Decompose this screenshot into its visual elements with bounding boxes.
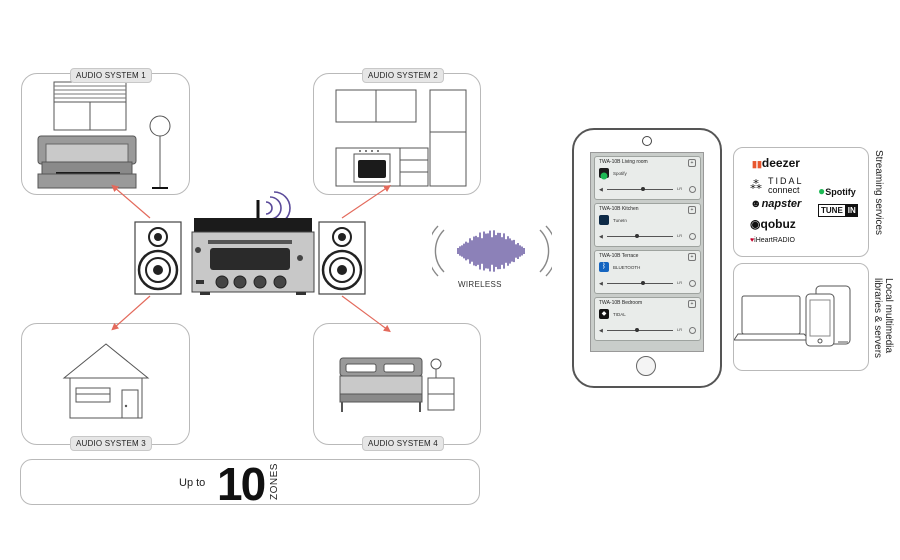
qobuz-icon: ◉ [750, 217, 761, 231]
audio-system-3-label: AUDIO SYSTEM 3 [70, 436, 152, 451]
add-icon[interactable]: + [688, 253, 696, 261]
volume-slider[interactable] [607, 189, 673, 190]
streaming-services-title: Streaming services [873, 150, 884, 236]
napster-cat-icon: ☻ [750, 198, 762, 210]
zones-banner: Up to 10 ZONES [20, 458, 480, 510]
zone-card-kitchen[interactable]: TWA-10B Kitchen + TuneIn ◀ LR [594, 203, 701, 247]
devices-illustration [734, 285, 851, 347]
volume-icon: ◀ [599, 328, 603, 334]
deezer-bars-icon: ▮▮ [752, 159, 762, 169]
amplifier-illustration [191, 191, 315, 295]
audio-system-4-label: AUDIO SYSTEM 4 [362, 436, 444, 451]
spotify-logo: ●Spotify [818, 184, 856, 198]
audio-system-2-label: AUDIO SYSTEM 2 [362, 68, 444, 83]
room-audio-system-1: AUDIO SYSTEM 1 [21, 68, 190, 195]
add-icon[interactable]: + [688, 206, 696, 214]
iheart-heart-icon: ♥ [750, 237, 755, 244]
wireless-wave-icon [432, 225, 552, 277]
add-icon[interactable]: + [688, 300, 696, 308]
zone-card-bedroom[interactable]: TWA-10B Bedroom + ◆ TIDAL ◀ LR [594, 297, 701, 341]
volume-icon: ◀ [599, 234, 603, 240]
room-audio-system-2: AUDIO SYSTEM 2 [313, 68, 481, 195]
zone-source: BLUETOOTH [613, 265, 641, 270]
volume-slider[interactable] [607, 236, 673, 237]
tunein-icon [599, 215, 609, 225]
bedroom-illustration [339, 357, 455, 412]
streaming-services-box: ▮▮deezer ⁂ TIDAL connect ●Spotify ☻napst… [733, 147, 869, 257]
local-libraries-box [733, 263, 869, 371]
left-speaker [134, 221, 182, 295]
house-illustration [62, 343, 150, 419]
power-icon[interactable] [689, 233, 696, 240]
audio-system-1-label: AUDIO SYSTEM 1 [70, 68, 152, 83]
power-icon[interactable] [689, 327, 696, 334]
zone-card-terrace[interactable]: TWA-10B Terrace + ᛒ BLUETOOTH ◀ LR [594, 250, 701, 294]
zone-source: Spotify [613, 171, 627, 176]
add-icon[interactable]: + [688, 159, 696, 167]
room-audio-system-3: AUDIO SYSTEM 3 [21, 323, 190, 451]
spotify-icon [599, 168, 609, 180]
front-camera-icon [642, 136, 652, 146]
right-speaker [318, 221, 366, 295]
volume-knob[interactable] [641, 187, 646, 191]
smartphone-app: TWA-10B Living room + Spotify ◀ LR TWA-1… [572, 128, 722, 388]
kitchen-illustration [335, 89, 467, 187]
lr-label: LR [677, 186, 683, 191]
lr-label: LR [677, 233, 683, 238]
room-audio-system-4: AUDIO SYSTEM 4 [313, 323, 481, 451]
iheartradio-logo: ♥iHeartRADIO [750, 237, 795, 244]
volume-icon: ◀ [599, 187, 603, 193]
qobuz-logo: ◉qobuz [750, 217, 796, 231]
living-room-illustration [37, 81, 171, 189]
volume-icon: ◀ [599, 281, 603, 287]
volume-knob[interactable] [634, 328, 639, 332]
zone-source: TIDAL [613, 312, 626, 317]
lr-label: LR [677, 280, 683, 285]
volume-slider[interactable] [607, 283, 673, 284]
tidal-icon: ◆ [599, 309, 609, 319]
tidal-icon: ⁂ [750, 178, 762, 192]
spotify-icon: ● [818, 184, 826, 198]
zones-prefix: Up to [179, 477, 206, 489]
app-screen: TWA-10B Living room + Spotify ◀ LR TWA-1… [590, 152, 704, 352]
zones-number: 10 [217, 458, 266, 510]
zone-title: TWA-10B Living room [599, 159, 648, 165]
zones-word: ZONES [269, 463, 280, 500]
deezer-logo: ▮▮deezer [752, 156, 800, 170]
zone-title: TWA-10B Kitchen [599, 206, 639, 212]
volume-knob[interactable] [641, 281, 646, 285]
lr-label: LR [677, 327, 683, 332]
zone-title: TWA-10B Bedroom [599, 300, 643, 306]
bluetooth-icon: ᛒ [599, 262, 609, 272]
power-icon[interactable] [689, 186, 696, 193]
zone-card-living-room[interactable]: TWA-10B Living room + Spotify ◀ LR [594, 156, 701, 200]
volume-knob[interactable] [634, 234, 639, 238]
volume-slider[interactable] [607, 330, 673, 331]
zone-title: TWA-10B Terrace [599, 253, 639, 259]
home-button[interactable] [636, 356, 656, 376]
wireless-label: WIRELESS [458, 280, 502, 289]
local-libraries-title: Local multimedia libraries & servers [872, 278, 894, 359]
napster-logo: ☻napster [750, 198, 802, 210]
power-icon[interactable] [689, 280, 696, 287]
zone-source: TuneIn [613, 218, 627, 223]
